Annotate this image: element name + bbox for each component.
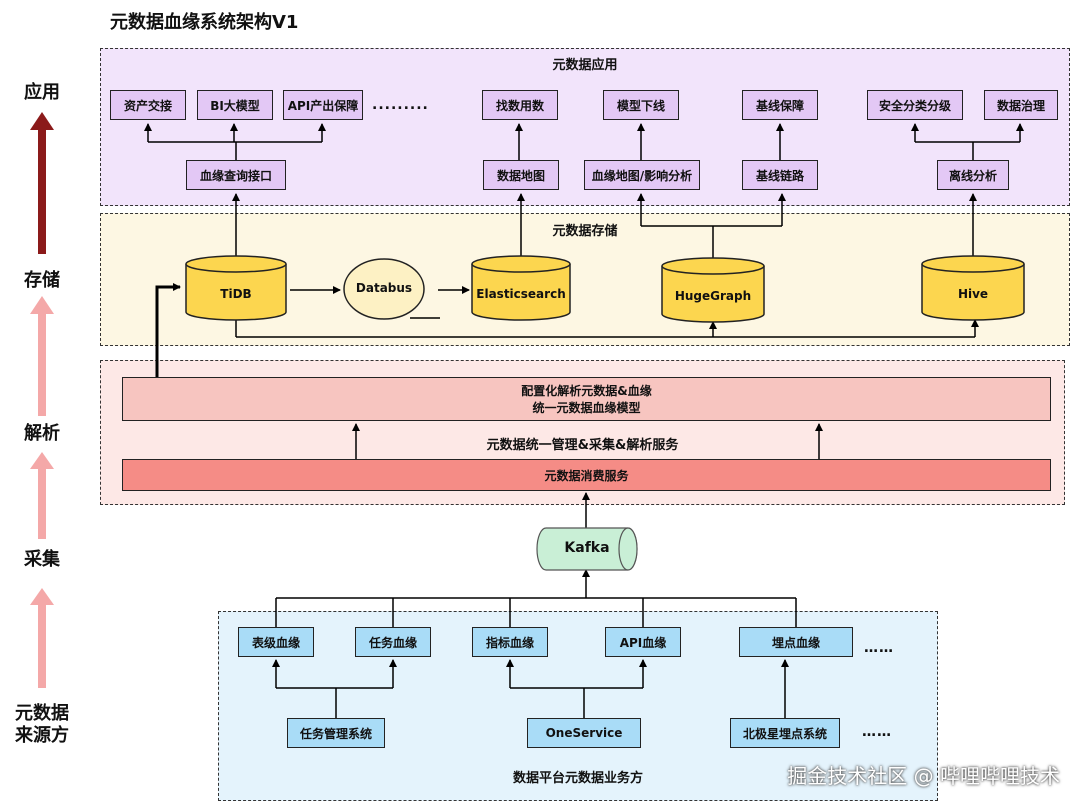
kafka-label: Kafka — [564, 540, 610, 556]
source-tracking-lineage: 埋点血缘 — [739, 627, 853, 657]
elasticsearch-cylinder — [471, 255, 571, 321]
unified-lineage-model: 配置化解析元数据&血缘 统一元数据血缘模型 — [122, 377, 1051, 421]
source-task-lineage: 任务血缘 — [355, 627, 431, 657]
db-hugegraph-label: HugeGraph — [674, 289, 752, 303]
app-model-offline: 模型下线 — [603, 90, 679, 120]
layer-label-parse: 解析 — [24, 423, 60, 444]
app-region-title: 元数据应用 — [552, 58, 618, 73]
watermark: 掘金技术社区 @ 哔哩哔哩技术 — [787, 764, 1060, 788]
databus-label: Databus — [355, 281, 413, 295]
app-api-guarantee: API产出保障 — [283, 90, 363, 120]
db-elasticsearch-label: Elasticsearch — [476, 287, 566, 301]
layer-label-app: 应用 — [24, 82, 60, 103]
parse-service-label: 元数据统一管理&采集&解析服务 — [486, 438, 679, 453]
app-baseline-chain: 基线链路 — [742, 160, 818, 190]
model-line2: 统一元数据血缘模型 — [532, 401, 641, 415]
kafka-cylinder — [536, 527, 638, 571]
storage-region-title: 元数据存储 — [552, 224, 618, 239]
source-region-title: 数据平台元数据业务方 — [512, 771, 643, 786]
app-security-classification: 安全分类分级 — [867, 90, 963, 120]
layer-label-collect: 采集 — [24, 549, 60, 570]
source-polaris-tracking-system: 北极星埋点系统 — [730, 718, 840, 748]
db-hive-label: Hive — [957, 287, 989, 301]
source-api-lineage: API血缘 — [605, 627, 681, 657]
app-asset-handover: 资产交接 — [110, 90, 186, 120]
databus-circle — [343, 258, 425, 320]
source-oneservice: OneService — [527, 718, 641, 748]
app-lineage-query-api: 血缘查询接口 — [186, 160, 286, 190]
hugegraph-cylinder — [661, 257, 765, 323]
metadata-consume-service: 元数据消费服务 — [122, 459, 1051, 491]
source-task-management-system: 任务管理系统 — [287, 718, 385, 748]
source-table-lineage: 表级血缘 — [238, 627, 314, 657]
app-offline-analysis: 离线分析 — [937, 160, 1009, 190]
tidb-cylinder — [185, 255, 287, 321]
app-bi-model: BI大模型 — [197, 90, 273, 120]
model-line1: 配置化解析元数据&血缘 — [521, 384, 652, 398]
source-ellipsis-1: …… — [864, 640, 894, 656]
app-data-map: 数据地图 — [483, 160, 559, 190]
app-data-governance: 数据治理 — [984, 90, 1058, 120]
source-ellipsis-2: …… — [862, 724, 892, 740]
app-baseline-guarantee: 基线保障 — [742, 90, 818, 120]
app-find-data: 找数用数 — [482, 90, 558, 120]
app-lineage-impact-analysis: 血缘地图/影响分析 — [584, 160, 700, 190]
layer-arrows — [30, 112, 54, 688]
layer-label-storage: 存储 — [24, 270, 60, 291]
app-ellipsis: ......... — [372, 97, 429, 113]
source-metric-lineage: 指标血缘 — [472, 627, 548, 657]
diagram-title: 元数据血缘系统架构V1 — [110, 12, 299, 33]
hive-cylinder — [921, 255, 1025, 321]
layer-label-source: 元数据 来源方 — [15, 703, 69, 746]
db-tidb-label: TiDB — [220, 287, 252, 301]
